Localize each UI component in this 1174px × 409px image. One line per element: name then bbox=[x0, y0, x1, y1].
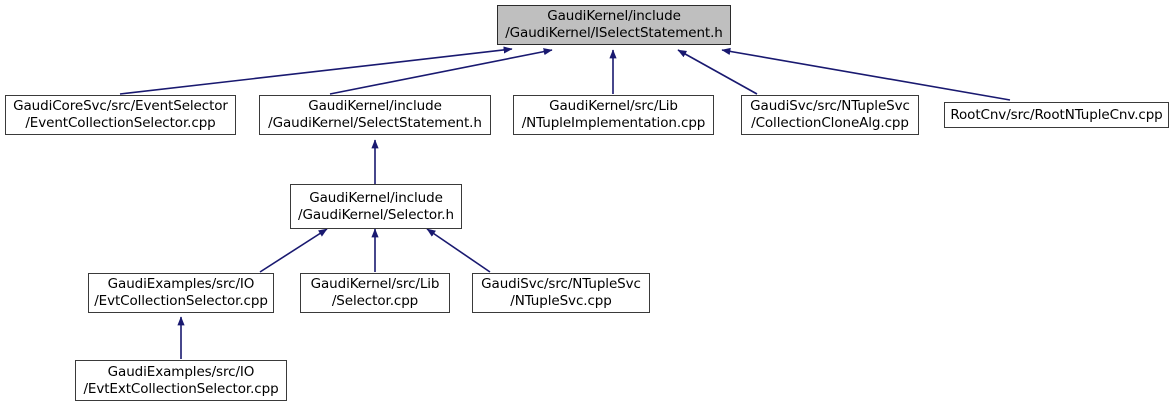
node-ntupleimplementation-line1: GaudiKernel/src/Lib bbox=[549, 98, 678, 114]
node-ntuplesvc[interactable]: GaudiSvc/src/NTupleSvc /NTupleSvc.cpp bbox=[472, 273, 650, 313]
node-evtcollectionselector-line1: GaudiExamples/src/IO bbox=[107, 276, 255, 292]
node-iselectstatement-line2: /GaudiKernel/ISelectStatement.h bbox=[505, 25, 723, 41]
node-selectorh[interactable]: GaudiKernel/include /GaudiKernel/Selecto… bbox=[290, 184, 462, 229]
node-selectorcpp[interactable]: GaudiKernel/src/Lib /Selector.cpp bbox=[300, 273, 450, 313]
node-selectorcpp-line1: GaudiKernel/src/Lib bbox=[310, 276, 440, 292]
node-iselectstatement[interactable]: GaudiKernel/include /GaudiKernel/ISelect… bbox=[497, 5, 731, 45]
node-ntupleimplementation[interactable]: GaudiKernel/src/Lib /NTupleImplementatio… bbox=[513, 95, 714, 135]
edge-selectstatement-to-iselectstatement bbox=[329, 48, 553, 95]
node-selectstatement[interactable]: GaudiKernel/include /GaudiKernel/SelectS… bbox=[259, 95, 491, 135]
edge-eventcollectionselector-to-iselectstatement bbox=[119, 46, 513, 95]
node-collectionclonealg-line1: GaudiSvc/src/NTupleSvc bbox=[750, 98, 910, 114]
node-rootntuplecnv[interactable]: RootCnv/src/RootNTupleCnv.cpp bbox=[944, 102, 1169, 128]
edge-collectionclonealg-to-iselectstatement bbox=[677, 49, 758, 95]
node-collectionclonealg-line2: /CollectionCloneAlg.cpp bbox=[751, 115, 909, 131]
node-ntuplesvc-line1: GaudiSvc/src/NTupleSvc bbox=[481, 276, 641, 292]
node-rootntuplecnv-line1: RootCnv/src/RootNTupleCnv.cpp bbox=[950, 106, 1163, 123]
node-evtextcollectionselector[interactable]: GaudiExamples/src/IO /EvtExtCollectionSe… bbox=[75, 360, 287, 401]
node-eventcollectionselector-line1: GaudiCoreSvc/src/EventSelector bbox=[13, 98, 228, 114]
node-selectstatement-line1: GaudiKernel/include bbox=[308, 98, 442, 114]
node-ntupleimplementation-line2: /NTupleImplementation.cpp bbox=[521, 115, 706, 131]
node-selectorcpp-line2: /Selector.cpp bbox=[331, 293, 419, 309]
node-selectorh-line1: GaudiKernel/include bbox=[309, 189, 443, 206]
node-iselectstatement-line1: GaudiKernel/include bbox=[547, 8, 681, 24]
node-collectionclonealg[interactable]: GaudiSvc/src/NTupleSvc /CollectionCloneA… bbox=[741, 95, 919, 135]
edge-rootntuplecnv-to-iselectstatement bbox=[721, 47, 1011, 101]
node-evtcollectionselector-line2: /EvtCollectionSelector.cpp bbox=[94, 293, 268, 309]
node-evtextcollectionselector-line2: /EvtExtCollectionSelector.cpp bbox=[83, 380, 279, 397]
node-selectorh-line2: /GaudiKernel/Selector.h bbox=[298, 206, 454, 223]
node-eventcollectionselector[interactable]: GaudiCoreSvc/src/EventSelector /EventCol… bbox=[5, 95, 236, 135]
node-eventcollectionselector-line2: /EventCollectionSelector.cpp bbox=[25, 115, 216, 131]
edge-ntuplesvc-to-selectorh bbox=[426, 228, 491, 273]
node-selectstatement-line2: /GaudiKernel/SelectStatement.h bbox=[268, 115, 482, 131]
node-evtextcollectionselector-line1: GaudiExamples/src/IO bbox=[107, 363, 255, 380]
edge-evtcollectionselector-to-selectorh bbox=[259, 228, 328, 273]
node-ntuplesvc-line2: /NTupleSvc.cpp bbox=[510, 293, 612, 309]
node-evtcollectionselector[interactable]: GaudiExamples/src/IO /EvtCollectionSelec… bbox=[88, 273, 274, 313]
